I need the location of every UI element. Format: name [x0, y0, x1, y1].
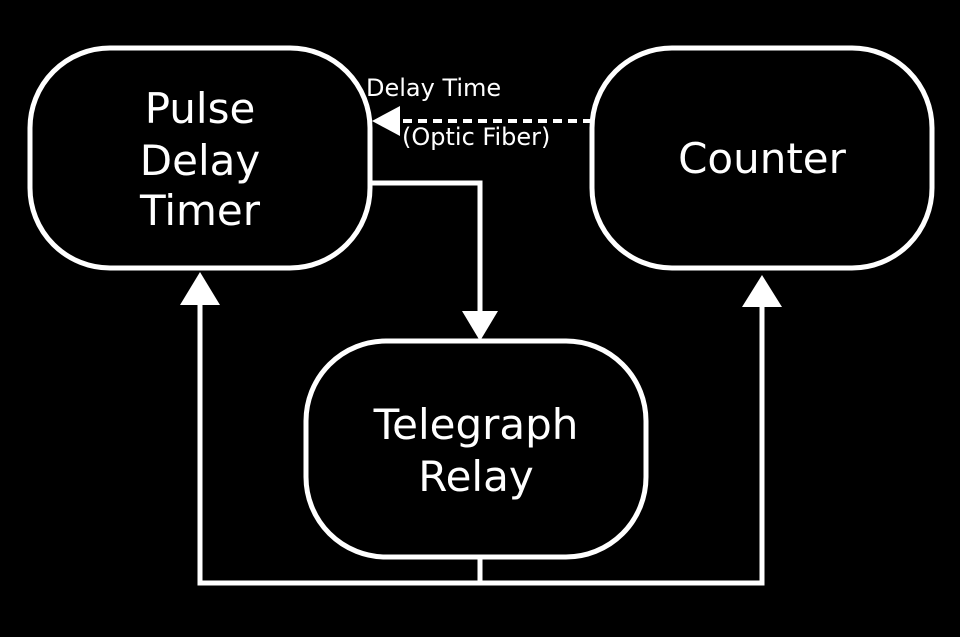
arrowhead-dashed-into-timer — [372, 106, 400, 136]
node-label-line: Pulse — [145, 84, 256, 133]
node-label-line: Relay — [418, 452, 533, 501]
node-label-line: Timer — [139, 186, 261, 235]
node-label-line: Telegraph — [373, 400, 579, 449]
node-pulse-delay-timer-box — [27, 45, 373, 271]
node-telegraph-relay-box — [303, 338, 649, 560]
node-label-line: Counter — [678, 134, 847, 183]
arrowhead-into-timer — [180, 272, 220, 305]
node-counter-box — [589, 45, 935, 271]
edge-relay-bus — [197, 300, 765, 586]
arrowhead-into-counter — [742, 275, 782, 307]
node-pulse-delay-timer: Pulse Delay Timer — [27, 45, 373, 271]
node-counter: Counter — [589, 45, 935, 271]
node-telegraph-relay: Telegraph Relay — [303, 338, 649, 560]
edge-label-optic-fiber: (Optic Fiber) — [402, 123, 550, 151]
edge-label-delay-time: Delay Time — [366, 74, 501, 102]
edge-timer-to-relay — [370, 180, 483, 318]
arrowhead-into-relay — [462, 311, 498, 341]
node-label-line: Delay — [140, 136, 260, 185]
